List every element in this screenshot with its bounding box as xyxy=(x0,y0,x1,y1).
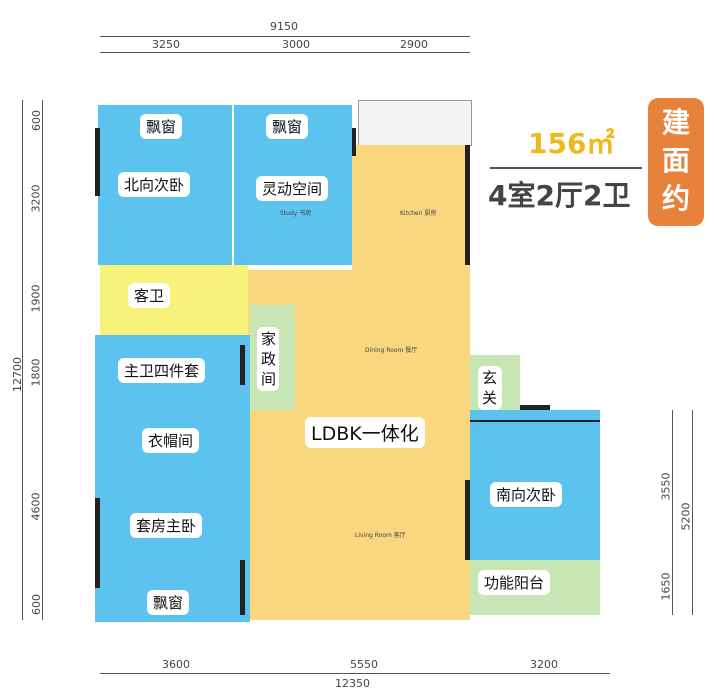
master-bedroom-label: 套房主卧 xyxy=(130,513,203,538)
dining-plan-text: Dining Room 餐厅 xyxy=(365,347,418,354)
housekeeping-label: 家政间 xyxy=(257,327,279,391)
left-total-dim: 12700 xyxy=(11,357,24,392)
study-plan-text: Study 书房 xyxy=(280,210,312,217)
kitchen-plan-text: Kitchen 厨房 xyxy=(400,210,437,217)
right-dim-1: 3550 xyxy=(659,472,673,501)
balcony-top xyxy=(358,100,472,146)
top-dim-2: 3000 xyxy=(282,38,310,51)
badge-char: 面 xyxy=(661,144,690,177)
bottom-dim-3: 3200 xyxy=(530,658,558,671)
entry-label: 玄关 xyxy=(478,366,502,410)
right-total-dim: 5200 xyxy=(679,502,693,531)
master-bath-label: 主卫四件套 xyxy=(118,358,206,383)
right-dim-2: 1650 xyxy=(659,572,673,601)
area-badge: 建 面 约 xyxy=(648,98,704,226)
wall xyxy=(240,345,245,385)
area-value: 156㎡ xyxy=(528,127,615,160)
living-plan-text: Living Room 客厅 xyxy=(355,532,406,539)
left-total-dim-line xyxy=(22,100,23,620)
top-dim-1: 3250 xyxy=(152,38,180,51)
left-dim-line xyxy=(42,100,43,620)
ldbk-label: LDBK一体化 xyxy=(305,417,425,448)
top-total-dim-line xyxy=(100,36,470,37)
wall xyxy=(352,128,356,156)
utility-balcony-label: 功能阳台 xyxy=(478,570,551,595)
right-total-dim-line xyxy=(692,410,693,615)
left-dim-2: 3200 xyxy=(29,184,43,213)
wall xyxy=(470,420,600,422)
summary-divider xyxy=(490,167,642,169)
bay-window-label: 飘窗 xyxy=(266,114,309,139)
wall xyxy=(465,480,470,560)
left-dim-5: 4600 xyxy=(29,492,43,521)
guest-bath-label: 客卫 xyxy=(128,283,171,308)
top-total-dim: 9150 xyxy=(270,20,298,33)
left-dim-1: 600 xyxy=(30,110,43,131)
badge-char: 约 xyxy=(661,182,690,215)
layout-value: 4室2厅2卫 xyxy=(488,179,631,212)
wall xyxy=(95,498,100,588)
guest-bath-area xyxy=(100,265,248,335)
top-dim-3: 2900 xyxy=(400,38,428,51)
kitchen-area xyxy=(352,145,470,270)
bottom-dim-line xyxy=(100,673,610,674)
left-dim-6: 600 xyxy=(30,594,43,615)
flex-space-label: 灵动空间 xyxy=(256,176,329,201)
bay-window-label: 飘窗 xyxy=(147,590,190,615)
bottom-dim-1: 3600 xyxy=(162,658,190,671)
wall xyxy=(520,405,550,410)
wall xyxy=(95,128,100,196)
left-dim-3: 1900 xyxy=(29,284,43,313)
right-dim-line xyxy=(672,410,673,615)
south-bedroom-label: 南向次卧 xyxy=(490,482,563,507)
left-dim-4: 1800 xyxy=(29,358,43,387)
wall xyxy=(465,145,470,265)
wall xyxy=(240,560,245,615)
north-bedroom-label: 北向次卧 xyxy=(118,172,191,197)
bottom-dim-2: 5550 xyxy=(350,658,378,671)
badge-char: 建 xyxy=(661,106,690,139)
bay-window-label: 飘窗 xyxy=(140,114,183,139)
top-dim-line xyxy=(100,52,470,53)
bottom-total-dim: 12350 xyxy=(335,677,370,690)
cloakroom-label: 衣帽间 xyxy=(142,428,200,453)
